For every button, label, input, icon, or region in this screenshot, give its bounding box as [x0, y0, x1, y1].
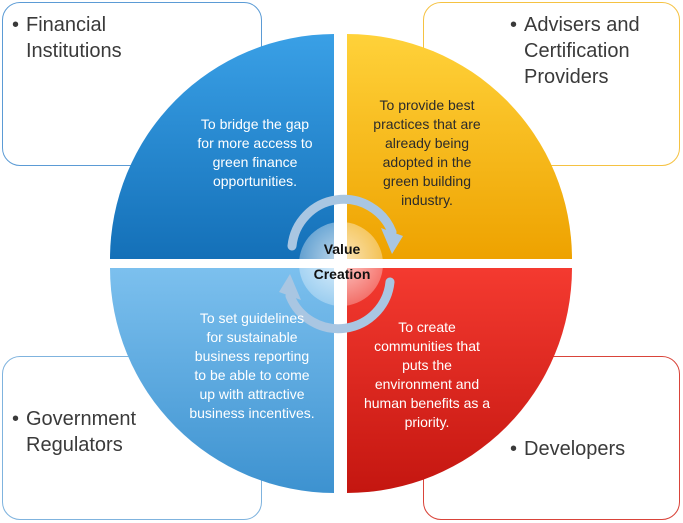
bullet-icon: •	[12, 408, 20, 430]
cycle-arrow-bottom	[285, 277, 395, 334]
quadrant-developers	[347, 268, 572, 493]
developers-quadrant-text: To create communities that puts the envi…	[363, 319, 491, 430]
creation-label: Creation	[313, 266, 371, 282]
arrow-head-icon	[381, 228, 403, 254]
bullet-icon: •	[510, 438, 518, 460]
bullet-icon: •	[12, 14, 20, 36]
quadrant-financial	[110, 34, 334, 259]
advisers-label: • Advisers and Certification Providers	[510, 14, 640, 88]
center-circle	[299, 222, 383, 306]
quadrant-government	[110, 268, 334, 493]
financial-institutions-label: • Financial Institutions	[12, 14, 122, 62]
value-label: Value	[323, 241, 361, 257]
quadrant-advisers	[347, 34, 572, 259]
arrow-head-icon	[279, 274, 301, 300]
government-regulators-label: • Government Regulators	[12, 408, 137, 456]
government-quadrant-text: To set guidelines for sustainable busine…	[189, 310, 315, 421]
advisers-quadrant-text: To provide best practices that are alrea…	[373, 97, 481, 208]
bullet-icon: •	[510, 14, 518, 36]
cycle-arrow-top	[287, 194, 397, 251]
developers-label: • Developers	[510, 438, 626, 460]
financial-quadrant-text: To bridge the gap for more access to gre…	[197, 116, 313, 189]
